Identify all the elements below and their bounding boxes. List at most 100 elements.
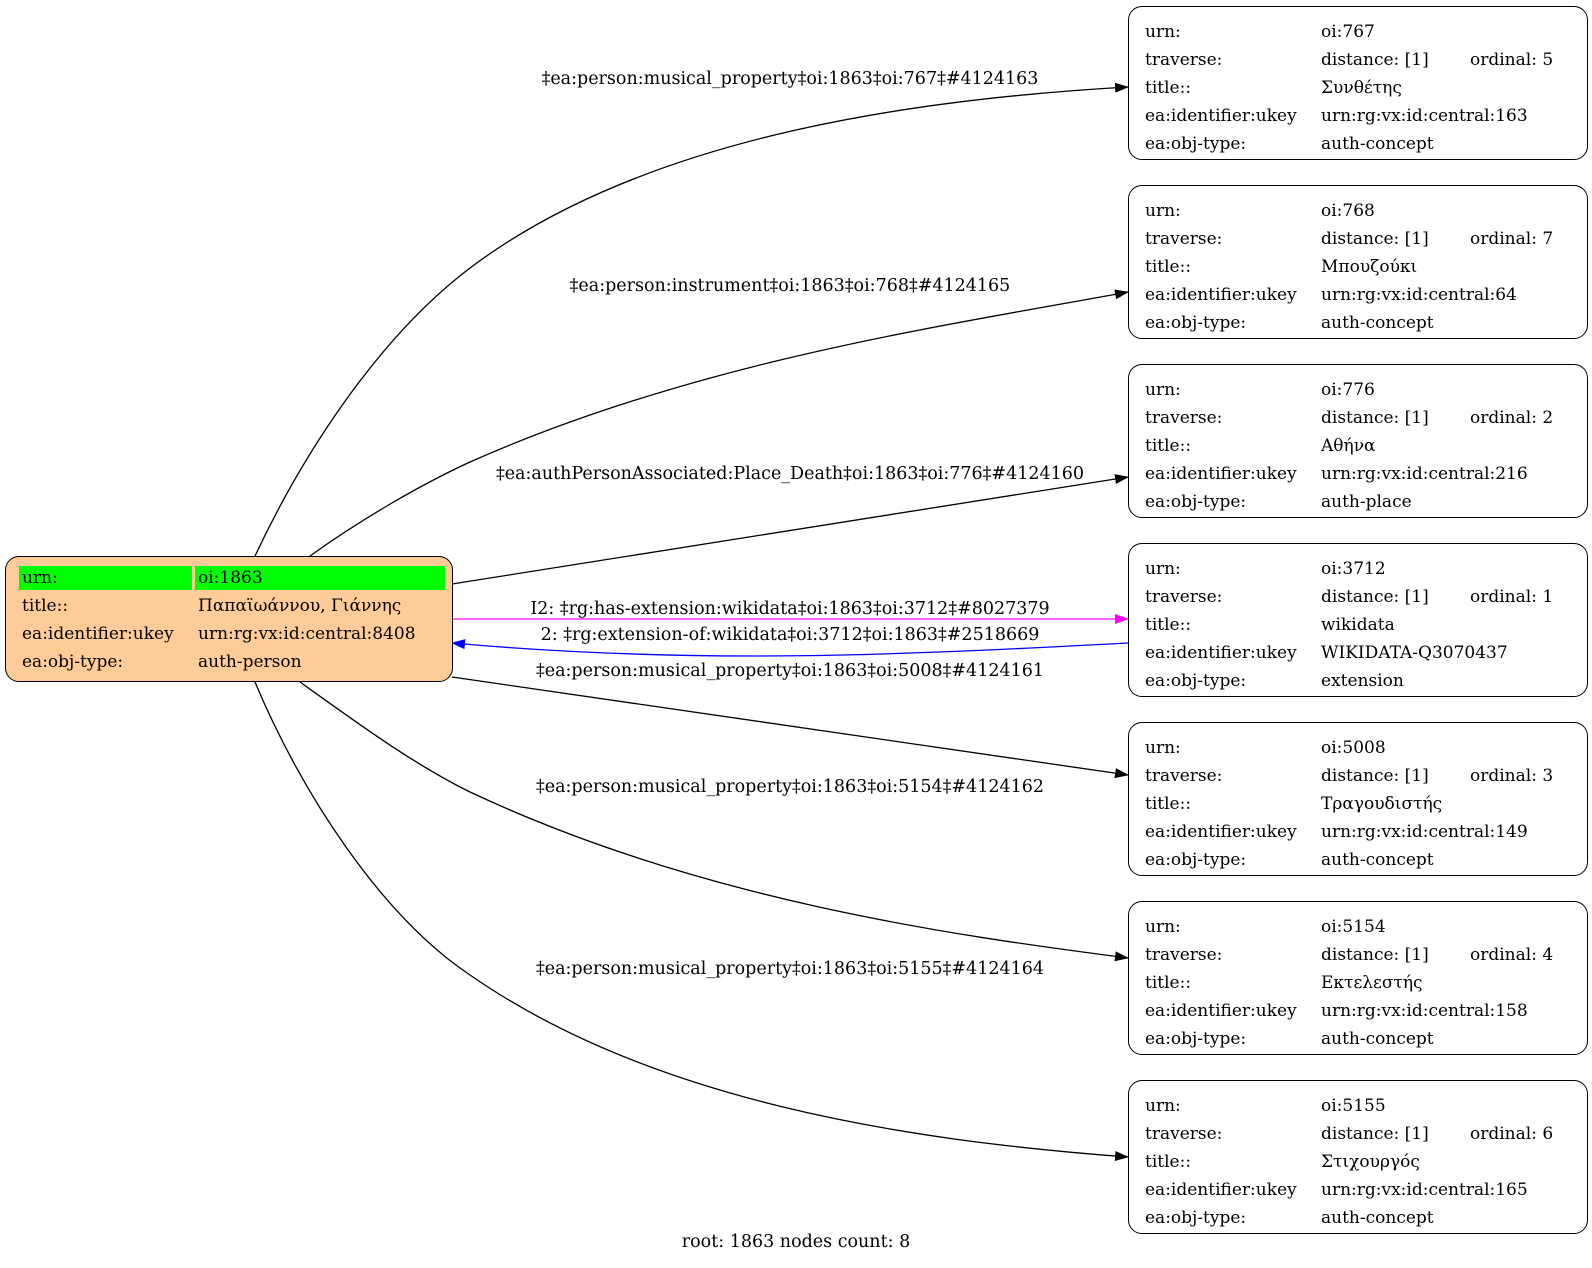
node-objtype-key: ea:obj-type: — [1145, 850, 1247, 870]
node-title-value: Τραγουδιστής — [1321, 794, 1443, 814]
node-urn-value: oi:768 — [1321, 201, 1375, 221]
edge-to-oi-768 — [309, 289, 1129, 557]
node-traverse-key: traverse: — [1145, 408, 1223, 428]
node-objtype-key: ea:obj-type: — [1145, 671, 1247, 691]
node-oi-767[interactable]: urn:oi:767 traverse:distance: [1]ordinal… — [1128, 6, 1588, 160]
edge-label-oi-5154: ‡ea:person:musical_property‡oi:1863‡oi:5… — [536, 777, 1044, 797]
edge-to-oi-767 — [254, 82, 1129, 557]
node-ukey-key: ea:identifier:ukey — [1145, 1001, 1297, 1021]
edge-label-extension-of: 2: ‡rg:extension-of:wikidata‡oi:3712‡oi:… — [541, 625, 1040, 645]
node-oi-768[interactable]: urn: oi:768 traverse: distance: [1] ordinal… — [1128, 185, 1588, 339]
node-oi-5154[interactable]: urn: oi:5154 traverse: distance: [1] ordina… — [1128, 901, 1588, 1055]
node-ukey-key: ea:identifier:ukey — [1145, 1180, 1297, 1200]
edge-label-oi-768: ‡ea:person:instrument‡oi:1863‡oi:768‡#41… — [570, 276, 1011, 296]
node-oi-3712[interactable]: urn:oi:3712 traverse:distance: [1]ordina… — [1128, 543, 1588, 697]
node-title-key: title:: — [1145, 257, 1192, 277]
edge-label-oi-5155: ‡ea:person:musical_property‡oi:1863‡oi:5… — [536, 959, 1044, 979]
graph-footer: root: 1863 nodes count: 8 — [681, 1232, 911, 1252]
node-traverse-key: traverse: — [1145, 50, 1223, 70]
node-urn-key: urn: — [1145, 1096, 1181, 1116]
node-objtype-key: ea:obj-type: — [1145, 1029, 1247, 1049]
node-title-value: Στιχουργός — [1321, 1152, 1420, 1172]
node-title-value: Εκτελεστής — [1321, 973, 1423, 993]
root-urn-key: urn: — [19, 566, 192, 590]
node-objtype-value: auth-concept — [1321, 850, 1434, 870]
node-oi-5008[interactable]: urn: oi:5008 traverse: distance: [1] ordina… — [1128, 722, 1588, 876]
node-objtype-value: extension — [1321, 671, 1404, 691]
node-traverse-key: traverse: — [1145, 587, 1223, 607]
root-title-value: Παπαϊωάννου, Γιάννης — [198, 596, 402, 616]
node-title-key: title:: — [1145, 615, 1192, 635]
node-ukey-key: ea:identifier:ukey — [1145, 643, 1297, 663]
edge-to-oi-5008 — [451, 676, 1129, 779]
node-urn-key: urn: — [1145, 380, 1181, 400]
node-title-key: title:: — [1145, 973, 1192, 993]
node-title-key: title:: — [1145, 794, 1192, 814]
node-distance: distance: [1] — [1321, 766, 1429, 786]
node-urn-value: oi:5155 — [1321, 1096, 1386, 1116]
node-title-key: title:: — [1145, 1152, 1192, 1172]
node-distance: distance: [1] — [1321, 1124, 1429, 1144]
node-ukey-value: urn:rg:vx:id:central:149 — [1321, 822, 1528, 842]
node-objtype-value: auth-concept — [1321, 313, 1434, 333]
node-distance: distance: [1] — [1321, 408, 1429, 428]
node-urn-key: urn: — [1145, 22, 1181, 42]
node-title-value: wikidata — [1321, 615, 1395, 635]
node-objtype-key: ea:obj-type: — [1145, 134, 1247, 154]
node-distance: distance: [1] — [1321, 587, 1429, 607]
node-oi-5155[interactable]: urn: oi:5155 traverse: distance: [1] ordina… — [1128, 1080, 1588, 1234]
node-ukey-value: WIKIDATA-Q3070437 — [1321, 643, 1508, 663]
node-ordinal: ordinal: 5 — [1470, 50, 1554, 70]
node-urn-key: urn: — [1145, 559, 1181, 579]
node-urn-key: urn: — [1145, 917, 1181, 937]
node-title-value: Αθήνα — [1321, 436, 1376, 456]
node-urn-key: urn: — [1145, 738, 1181, 758]
root-objtype-value: auth-person — [198, 652, 302, 672]
edge-label-oi-776: ‡ea:authPersonAssociated:Place_Death‡oi:… — [496, 464, 1084, 484]
edge-label-has-extension: I2: ‡rg:has-extension:wikidata‡oi:1863‡o… — [530, 599, 1049, 619]
node-distance: distance: [1] — [1321, 945, 1429, 965]
node-objtype-key: ea:obj-type: — [1145, 313, 1247, 333]
node-traverse-key: traverse: — [1145, 766, 1223, 786]
node-ordinal: ordinal: 7 — [1470, 229, 1554, 249]
node-objtype-key: ea:obj-type: — [1145, 1208, 1247, 1228]
edge-to-oi-5154 — [299, 681, 1129, 962]
root-objtype-key: ea:obj-type: — [22, 652, 124, 672]
node-oi-776[interactable]: urn: oi:776 traverse: distance: [1] ordinal… — [1128, 364, 1588, 518]
node-ukey-key: ea:identifier:ukey — [1145, 285, 1297, 305]
node-urn-value: oi:3712 — [1321, 559, 1386, 579]
node-ukey-key: ea:identifier:ukey — [1145, 464, 1297, 484]
edge-label-oi-5008: ‡ea:person:musical_property‡oi:1863‡oi:5… — [536, 661, 1044, 681]
node-ukey-value: urn:rg:vx:id:central:163 — [1321, 106, 1528, 126]
node-ordinal: ordinal: 2 — [1470, 408, 1554, 428]
node-objtype-value: auth-place — [1321, 492, 1412, 512]
node-traverse-key: traverse: — [1145, 1124, 1223, 1144]
node-urn-value: oi:5154 — [1321, 917, 1386, 937]
root-ukey-value: urn:rg:vx:id:central:8408 — [198, 624, 416, 644]
node-ukey-key: ea:identifier:ukey — [1145, 822, 1297, 842]
edge-to-oi-5155 — [254, 681, 1129, 1162]
root-urn-value: oi:1863 — [195, 566, 445, 590]
node-objtype-key: ea:obj-type: — [1145, 492, 1247, 512]
node-ukey-value: urn:rg:vx:id:central:165 — [1321, 1180, 1528, 1200]
node-title-value: Συνθέτης — [1321, 78, 1402, 98]
node-traverse-key: traverse: — [1145, 229, 1223, 249]
node-objtype-value: auth-concept — [1321, 134, 1434, 154]
node-urn-value: oi:5008 — [1321, 738, 1386, 758]
node-urn-value: oi:776 — [1321, 380, 1375, 400]
root-title-key: title:: — [22, 596, 69, 616]
node-traverse-key: traverse: — [1145, 945, 1223, 965]
edge-to-oi-776 — [451, 474, 1129, 585]
node-distance: distance: [1] — [1321, 229, 1429, 249]
root-node[interactable]: urn: oi:1863 title:: Παπαϊωάννου, Γιάννη… — [5, 556, 453, 682]
node-title-value: Μπουζούκι — [1321, 257, 1418, 277]
node-ordinal: ordinal: 4 — [1470, 945, 1554, 965]
node-ordinal: ordinal: 3 — [1470, 766, 1554, 786]
node-urn-key: urn: — [1145, 201, 1181, 221]
node-distance: distance: [1] — [1321, 50, 1429, 70]
node-ordinal: ordinal: 6 — [1470, 1124, 1554, 1144]
edge-extension-of — [451, 639, 1129, 657]
node-ukey-value: urn:rg:vx:id:central:158 — [1321, 1001, 1528, 1021]
edge-label-oi-767: ‡ea:person:musical_property‡oi:1863‡oi:7… — [542, 69, 1039, 89]
node-objtype-value: auth-concept — [1321, 1208, 1434, 1228]
